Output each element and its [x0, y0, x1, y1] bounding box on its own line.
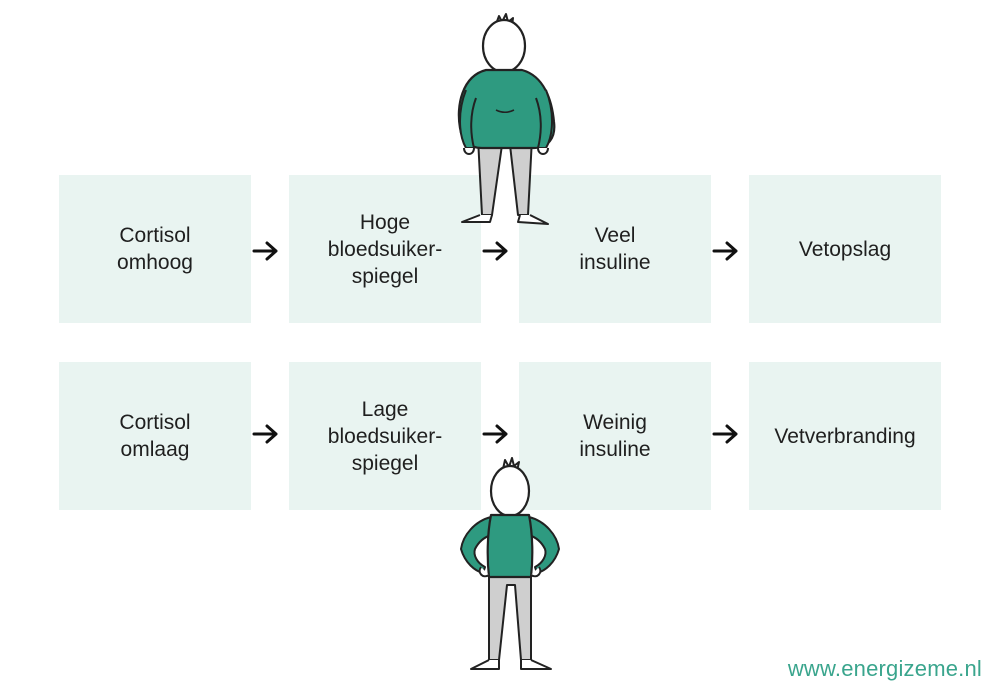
box-line: spiegel	[351, 264, 419, 288]
box-line: bloedsuiker-	[327, 237, 443, 261]
box-veel-insuline: Veel insuline	[519, 175, 711, 323]
box-cortisol-omhoog: Cortisol omhoog	[59, 175, 251, 323]
website-url: www.energizeme.nl	[787, 656, 982, 681]
box-line: Veel	[594, 224, 636, 247]
arrow-right-icon	[252, 241, 278, 261]
arrow-right-icon	[712, 424, 738, 444]
box-line: Vetverbranding	[774, 424, 916, 448]
box-line: omlaag	[120, 438, 190, 461]
box-line: Hoge	[359, 210, 411, 234]
box-hoge-bloedsuikerspiegel: Hoge bloedsuiker- spiegel	[289, 175, 481, 323]
box-line: Weinig	[583, 411, 647, 434]
box-vetopslag: Vetopslag	[749, 175, 941, 323]
arrow-right-icon	[482, 241, 508, 261]
box-line: omhoog	[117, 251, 193, 274]
box-cortisol-omlaag: Cortisol omlaag	[59, 362, 251, 510]
box-line: Lage	[361, 397, 409, 421]
box-line: insuline	[579, 251, 651, 274]
box-line: Cortisol	[119, 411, 191, 434]
box-line: insuline	[579, 438, 651, 461]
arrow-right-icon	[252, 424, 278, 444]
box-weinig-insuline: Weinig insuline	[519, 362, 711, 510]
box-line: Cortisol	[119, 224, 191, 247]
box-lage-bloedsuikerspiegel: Lage bloedsuiker- spiegel	[289, 362, 481, 510]
slim-person-illustration	[460, 457, 560, 670]
arrow-right-icon	[712, 241, 738, 261]
box-line: bloedsuiker-	[327, 424, 443, 448]
box-line: spiegel	[351, 451, 419, 475]
box-line: Vetopslag	[798, 237, 892, 261]
overweight-person-illustration	[457, 13, 556, 225]
box-vetverbranding: Vetverbranding	[749, 362, 941, 510]
arrow-right-icon	[482, 424, 508, 444]
